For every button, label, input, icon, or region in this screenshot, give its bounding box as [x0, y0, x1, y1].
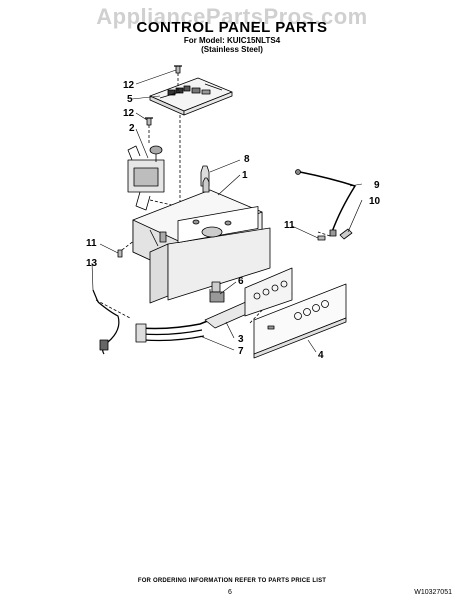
screw-11-right [317, 235, 326, 241]
callout-1: 1 [242, 170, 248, 181]
document-number: W10327051 [414, 589, 452, 596]
switch-harness [135, 319, 211, 343]
control-housing [132, 189, 271, 304]
switch-part [209, 291, 225, 303]
ordering-info-note: FOR ORDERING INFORMATION REFER TO PARTS … [137, 578, 327, 584]
screw-12-top [174, 65, 182, 74]
callout-13: 13 [86, 258, 98, 269]
callout-2: 2 [129, 123, 135, 134]
callout-3: 3 [238, 334, 244, 345]
callout-12-top: 12 [123, 80, 135, 91]
callout-5: 5 [127, 94, 133, 105]
motor-part [127, 145, 177, 211]
standoffs [200, 165, 210, 193]
callout-9: 9 [374, 180, 380, 191]
wire-clip [339, 228, 353, 240]
page-title: CONTROL PANEL PARTS [136, 19, 328, 36]
page-number: 6 [228, 589, 232, 596]
model-line: For Model: KUIC15NLTS4 [183, 36, 281, 45]
inner-panel [204, 267, 293, 329]
callout-6: 6 [238, 276, 244, 287]
callout-11-left: 11 [86, 238, 97, 249]
callout-12-lower: 12 [123, 108, 135, 119]
faceplate [253, 283, 347, 359]
sensor-wire [92, 289, 120, 355]
watermark-text: AppliancePartsPros.com [96, 4, 368, 29]
callout-10: 10 [369, 196, 381, 207]
wire-harness [295, 169, 356, 237]
callout-11-right: 11 [284, 220, 295, 231]
finish-line: (Stainless Steel) [201, 45, 263, 54]
control-board [149, 77, 233, 116]
screw-11-left [117, 249, 123, 258]
callout-8: 8 [244, 154, 250, 165]
callout-7: 7 [238, 346, 244, 357]
screw-12-lower [145, 117, 153, 126]
callout-4: 4 [318, 350, 324, 361]
leader-lines [91, 69, 363, 353]
